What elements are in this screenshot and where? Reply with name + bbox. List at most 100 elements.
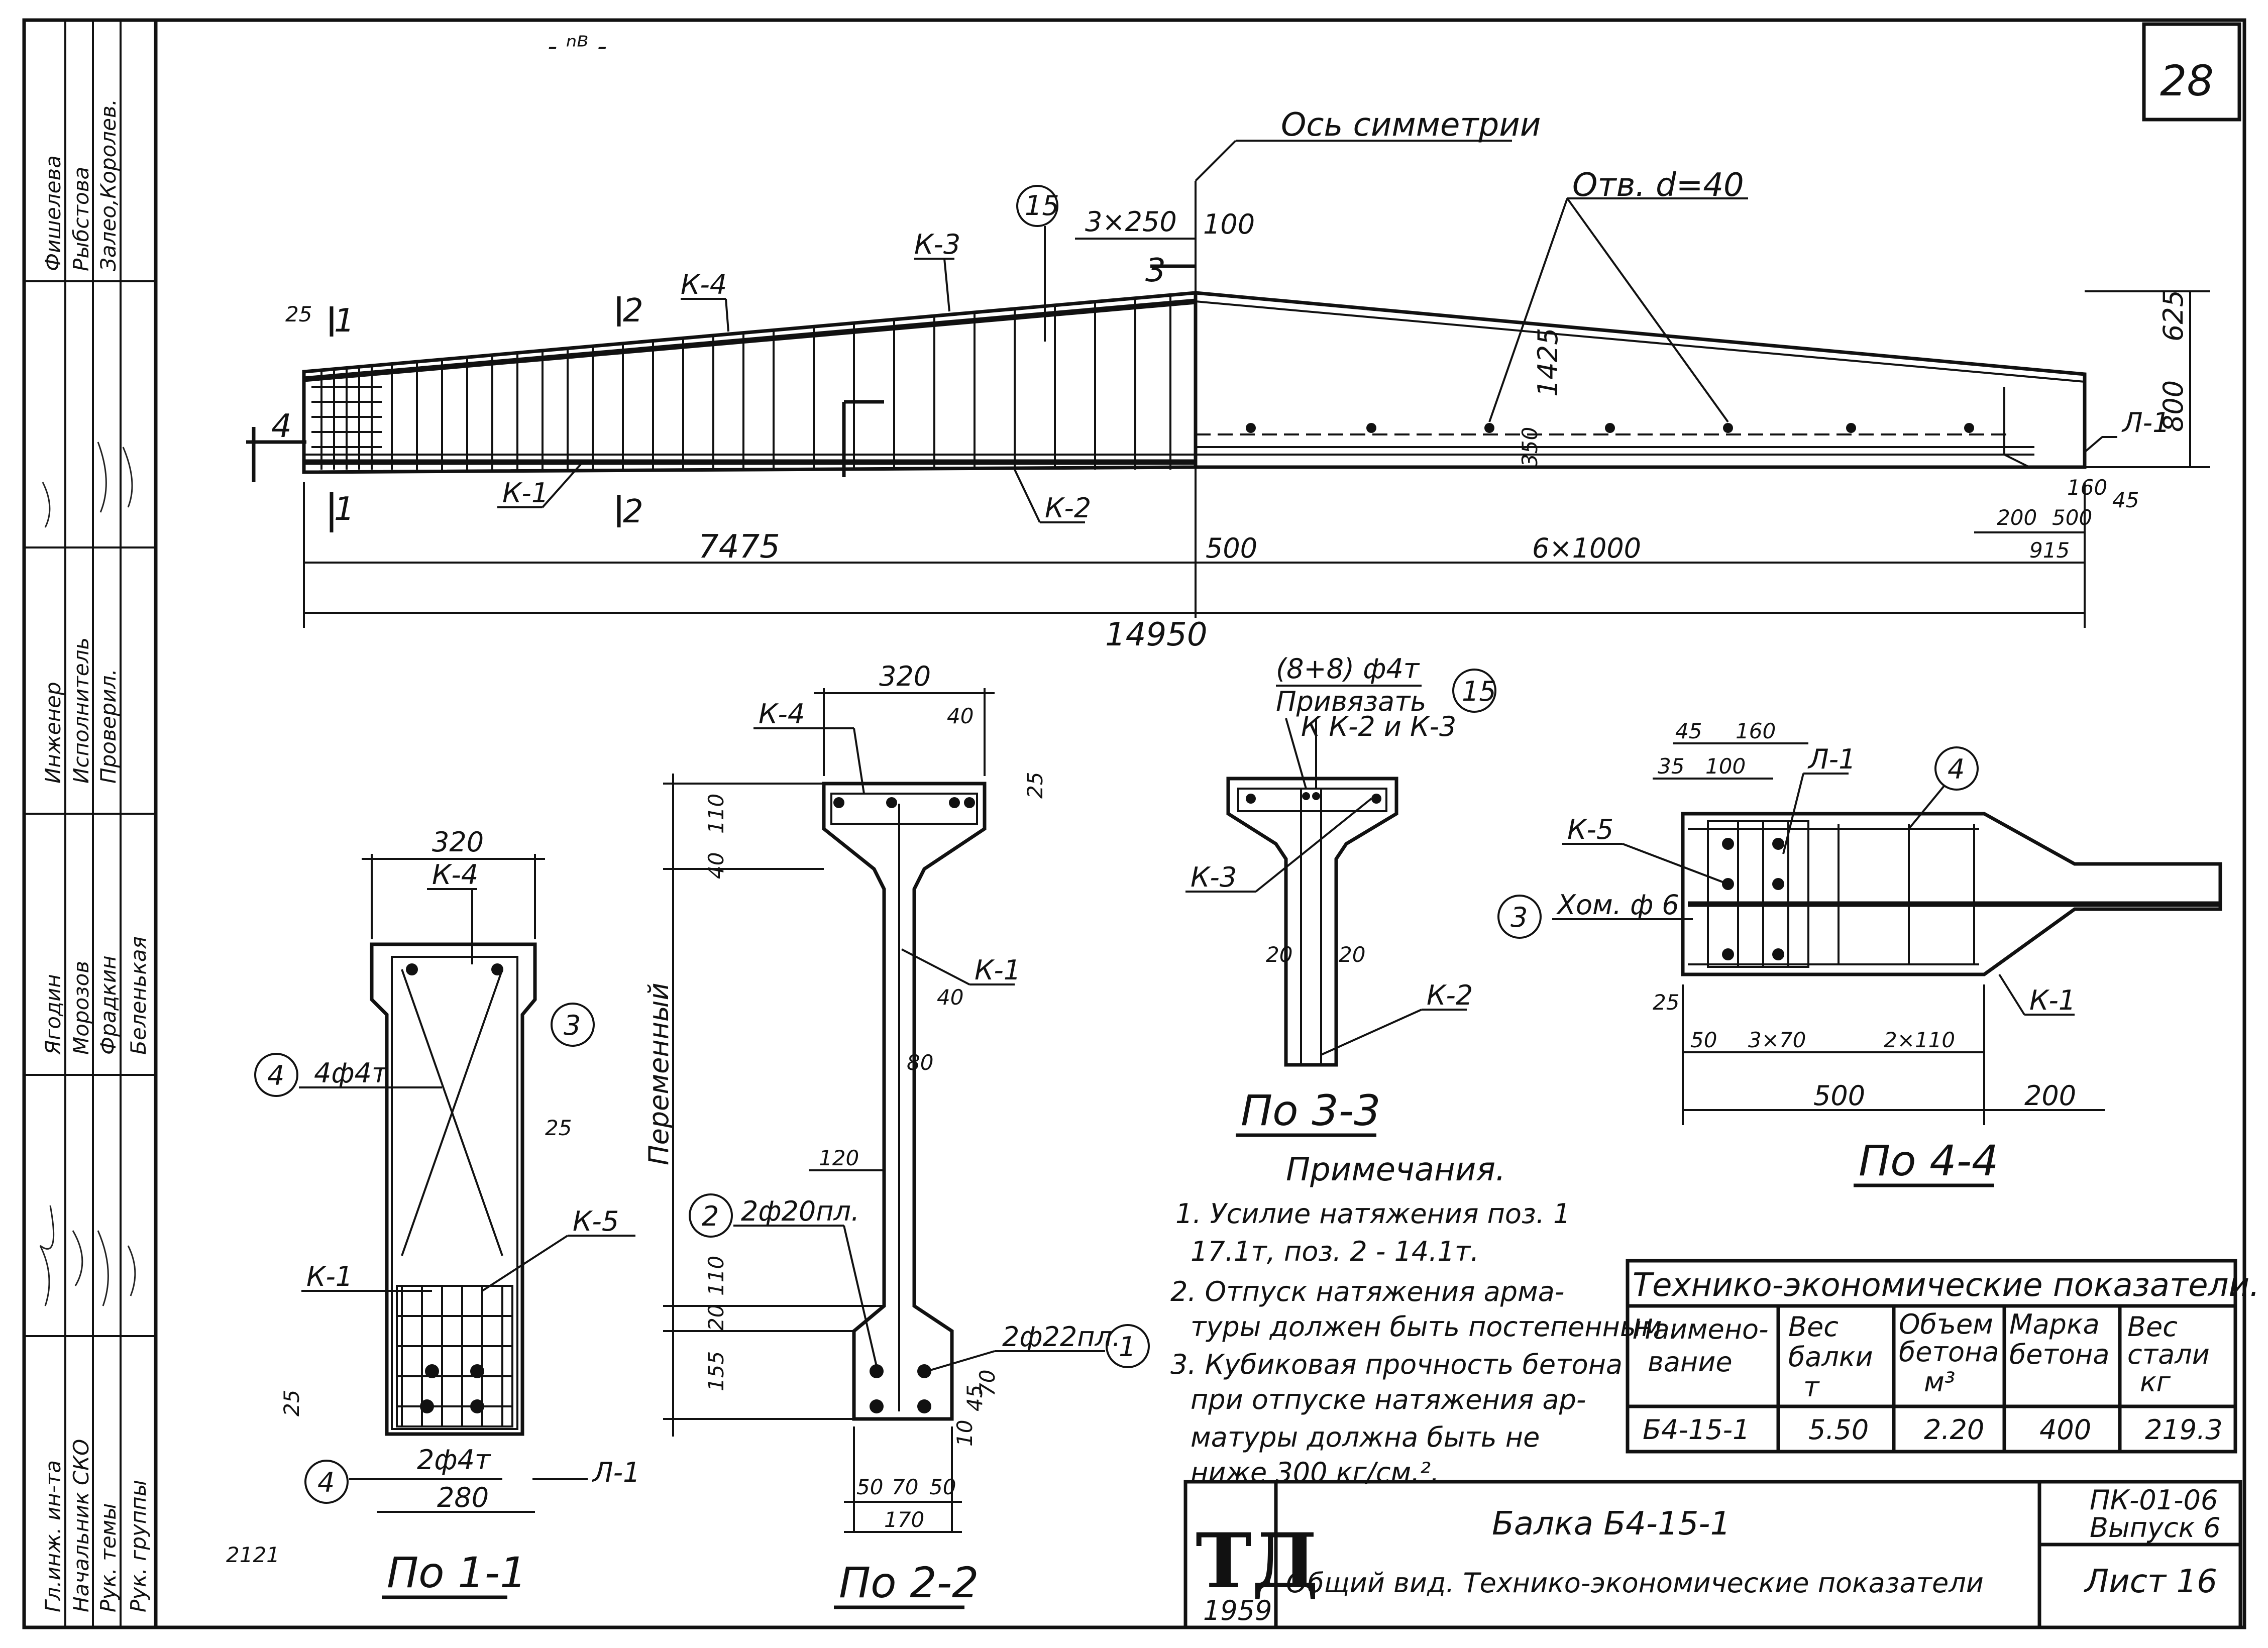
sec-mark-3: 3: [1145, 252, 1166, 289]
label-k4: К-4: [681, 269, 727, 300]
callout-15-text: 15: [1025, 190, 1059, 222]
sec3-callout-15-text: 15: [1462, 676, 1496, 707]
sec2-dim-320: 320: [879, 661, 931, 692]
th-volume-3: м³: [1924, 1366, 1955, 1398]
sec1-bar-note: 4ф4т: [314, 1057, 388, 1089]
sec1-callout-4a-text: 4: [267, 1060, 284, 1091]
dim-14950: 14950: [1105, 616, 1208, 653]
stamp-name-7: Беленькая: [126, 936, 151, 1055]
sec3-bar-spec: (8+8) ф4т: [1276, 653, 1420, 685]
stamp-role-4: Рук. группы: [126, 1480, 151, 1612]
dim-800: 800: [2157, 380, 2189, 432]
dim-625: 625: [2157, 290, 2189, 342]
sec4-dim-200: 200: [2024, 1080, 2076, 1112]
sec2-callout-2-text: 2: [702, 1200, 719, 1232]
sec1-dim-25: 25: [545, 1116, 572, 1140]
callout-15: [1016, 185, 1058, 227]
sec-mark-1b: 1: [334, 491, 355, 528]
page-number-box: [2142, 22, 2241, 122]
title-name: Балка Б4-15-1: [1492, 1505, 1731, 1543]
section-3-3: (8+8) ф4т 15 Привязать К К-2 и К-3 К-3 2…: [1185, 653, 1496, 1137]
sec2-dim-25: 25: [1023, 772, 1047, 799]
sec2-callout-2: [689, 1193, 733, 1238]
sec1-callout-4b: [304, 1460, 349, 1504]
stamp-col-label-3: Проверил.: [96, 669, 121, 784]
label-k3: К-3: [914, 229, 960, 260]
th-grade: Марка: [2009, 1308, 2100, 1340]
sec3-callout-15: [1452, 669, 1496, 713]
sec3-attach2: К К-2 и К-3: [1301, 711, 1456, 742]
sec-mark-2b: 2: [623, 493, 643, 530]
sec2-dim-40c: 40: [937, 985, 963, 1010]
dim-6x1000: 6×1000: [1532, 532, 1641, 564]
notes: Примечания. 1. Усилие натяжения поз. 1 1…: [1170, 1151, 1671, 1488]
note-line-1: 1. Усилие натяжения поз. 1: [1175, 1198, 1570, 1230]
dim-350: 350: [1518, 427, 1542, 467]
sec4-l1: Л-1: [1807, 743, 1856, 775]
section-3-outline: [1226, 777, 1398, 1067]
stamp-name-5: Морозов: [69, 961, 93, 1055]
stamp-name-4: Ягодин: [41, 974, 65, 1055]
dim-25: 25: [285, 302, 312, 326]
sec4-title: По 4-4: [1859, 1136, 1998, 1185]
section-4-4: 45 160 35 100 Л-1 4 К-5 3 Хом. ф 6 25 К-…: [1497, 719, 2222, 1187]
axis-label: Ось симметрии: [1281, 106, 1541, 144]
sec2-dim-155: 155: [704, 1351, 728, 1391]
sec1-callout-4b-text: 4: [317, 1467, 335, 1498]
sec4-callout-3-text: 3: [1510, 902, 1528, 933]
td-weight: 5.50: [1808, 1414, 1869, 1446]
title-block: ТД 1959 Балка Б4-15-1 Общий вид. Технико…: [1183, 1480, 2242, 1629]
sec2-dim-10: 10: [952, 1420, 977, 1447]
sec2-bars-1: 2ф22пл.: [1002, 1321, 1121, 1353]
sec2-dim-45: 45: [962, 1385, 987, 1411]
sec2-dim-120: 120: [819, 1146, 859, 1170]
sec4-dim-50: 50: [1690, 1028, 1717, 1052]
sec1-callout-3-text: 3: [564, 1010, 581, 1041]
note-line-5: 3. Кубиковая прочность бетона: [1170, 1349, 1623, 1380]
sec3-k3: К-3: [1191, 861, 1237, 893]
table-title: Технико-экономические показатели.: [1633, 1267, 2259, 1304]
th-steel: Вес: [2127, 1311, 2178, 1343]
stamp-name-6: Фрадкин: [96, 955, 121, 1055]
sec4-k1: К-1: [2029, 984, 2076, 1016]
sec4-k5: К-5: [1567, 814, 1613, 845]
th-steel-3: кг: [2140, 1366, 2171, 1398]
notes-heading: Примечания.: [1286, 1151, 1505, 1188]
section-2-2: 320 40 25 К-4 110 40 Переменный К-1 40 8…: [643, 661, 1150, 1609]
td-volume: 2.20: [1924, 1414, 1984, 1446]
sec2-dim-40: 40: [947, 704, 974, 728]
sec4-dim-2x110: 2×110: [1884, 1028, 1955, 1052]
stamp-col-label-2: Исполнитель: [69, 637, 93, 784]
sec4-clamp: Хом. ф 6: [1556, 889, 1679, 921]
td-name: Б4-15-1: [1643, 1414, 1750, 1446]
sec1-callout-3: [551, 1003, 595, 1047]
signatures: [39, 1205, 136, 1306]
sec1-callout-4a: [254, 1053, 298, 1097]
beam-right-half: [1195, 291, 2087, 469]
section-2-outline: [822, 782, 987, 1421]
label-k2: К-2: [1045, 492, 1091, 524]
sec2-dim-110b: 110: [704, 1256, 728, 1296]
title-issue: Выпуск 6: [2090, 1512, 2221, 1544]
sec2-title: По 2-2: [839, 1558, 979, 1607]
top-mark: - ⁿᴮ -: [548, 30, 607, 62]
sec1-l1: Л-1: [592, 1457, 640, 1488]
th-weight-3: т: [1803, 1371, 1820, 1403]
sec2-dim-170: 170: [884, 1507, 924, 1532]
section-1-1: 320 К-4 3 4 4ф4т 25 К-5 К-1 25 4 2ф4т Л-…: [254, 826, 640, 1599]
sec4-dim-25: 25: [1653, 990, 1679, 1015]
sec3-dim-20b: 20: [1339, 942, 1365, 967]
sec4-dim-45: 45: [1675, 719, 1702, 743]
label-l1: Л-1: [2121, 407, 2170, 438]
dim-3x250: 3×250: [1085, 206, 1177, 238]
sec3-dim-20: 20: [1266, 942, 1292, 967]
sec3-k2: К-2: [1427, 979, 1473, 1011]
stamp-strip: Гл.инж. ин-та Начальник СКО Рук. темы Ру…: [24, 20, 156, 1627]
sec4-callout-4-text: 4: [1948, 753, 1965, 785]
note-line-4: туры должен быть постепенным.: [1191, 1311, 1671, 1343]
sec2-bars-2: 2ф20пл.: [741, 1195, 859, 1227]
dim-200: 200: [1997, 505, 2037, 530]
sec2-dim-70: 70: [975, 1370, 1000, 1396]
sec2-dim-70b: 70: [892, 1475, 918, 1499]
